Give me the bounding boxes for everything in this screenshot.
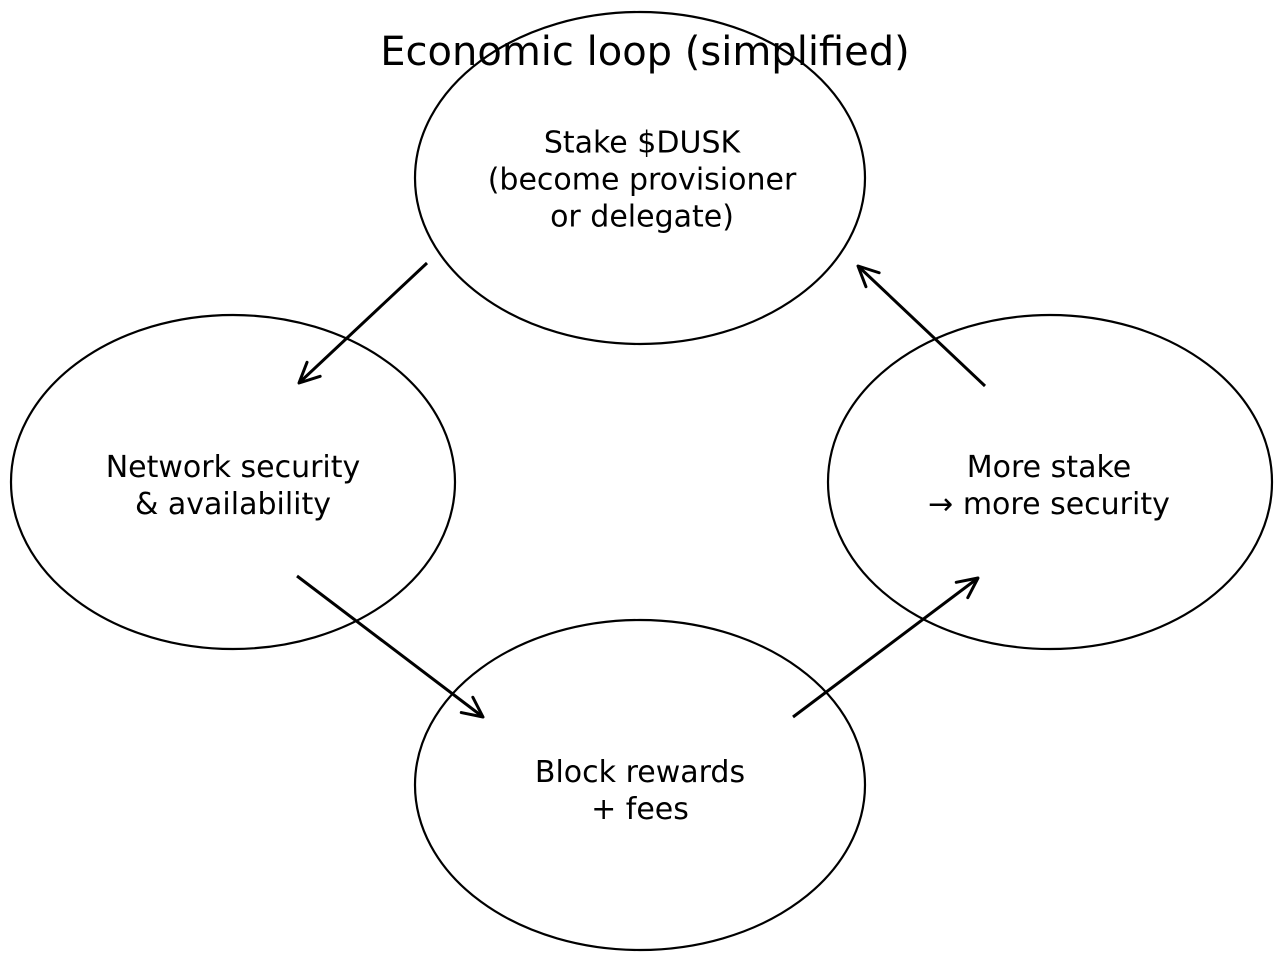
- node-network-security-label: Network security & availability: [106, 449, 361, 523]
- label-line: & availability: [134, 487, 332, 522]
- label-line: → more security: [928, 487, 1170, 522]
- node-more-stake-label: More stake → more security: [928, 449, 1170, 523]
- node-block-rewards-label: Block rewards + fees: [535, 754, 745, 828]
- label-line: Stake $DUSK: [543, 125, 741, 161]
- node-stake-dusk-ellipse: [413, 10, 867, 346]
- node-stake-dusk-label: Stake $DUSK (become provisioner or deleg…: [488, 125, 797, 236]
- node-block-rewards-ellipse: [413, 618, 867, 952]
- label-line: (become provisioner: [487, 162, 797, 198]
- node-network-security-ellipse: [9, 313, 457, 651]
- arrow-security-to-rewards: [296, 574, 485, 719]
- label-line: or delegate): [550, 199, 734, 235]
- node-more-stake-ellipse: [826, 313, 1274, 651]
- diagram-title: Economic loop (simplified): [380, 29, 910, 75]
- label-line: + fees: [591, 792, 689, 827]
- arrow-stake-to-security: [297, 261, 429, 385]
- label-line: Block rewards: [534, 755, 746, 790]
- label-line: Network security: [105, 450, 361, 485]
- label-line: More stake: [966, 450, 1132, 485]
- arrow-morestake-to-stake: [856, 264, 987, 388]
- arrow-rewards-to-morestake: [792, 576, 980, 719]
